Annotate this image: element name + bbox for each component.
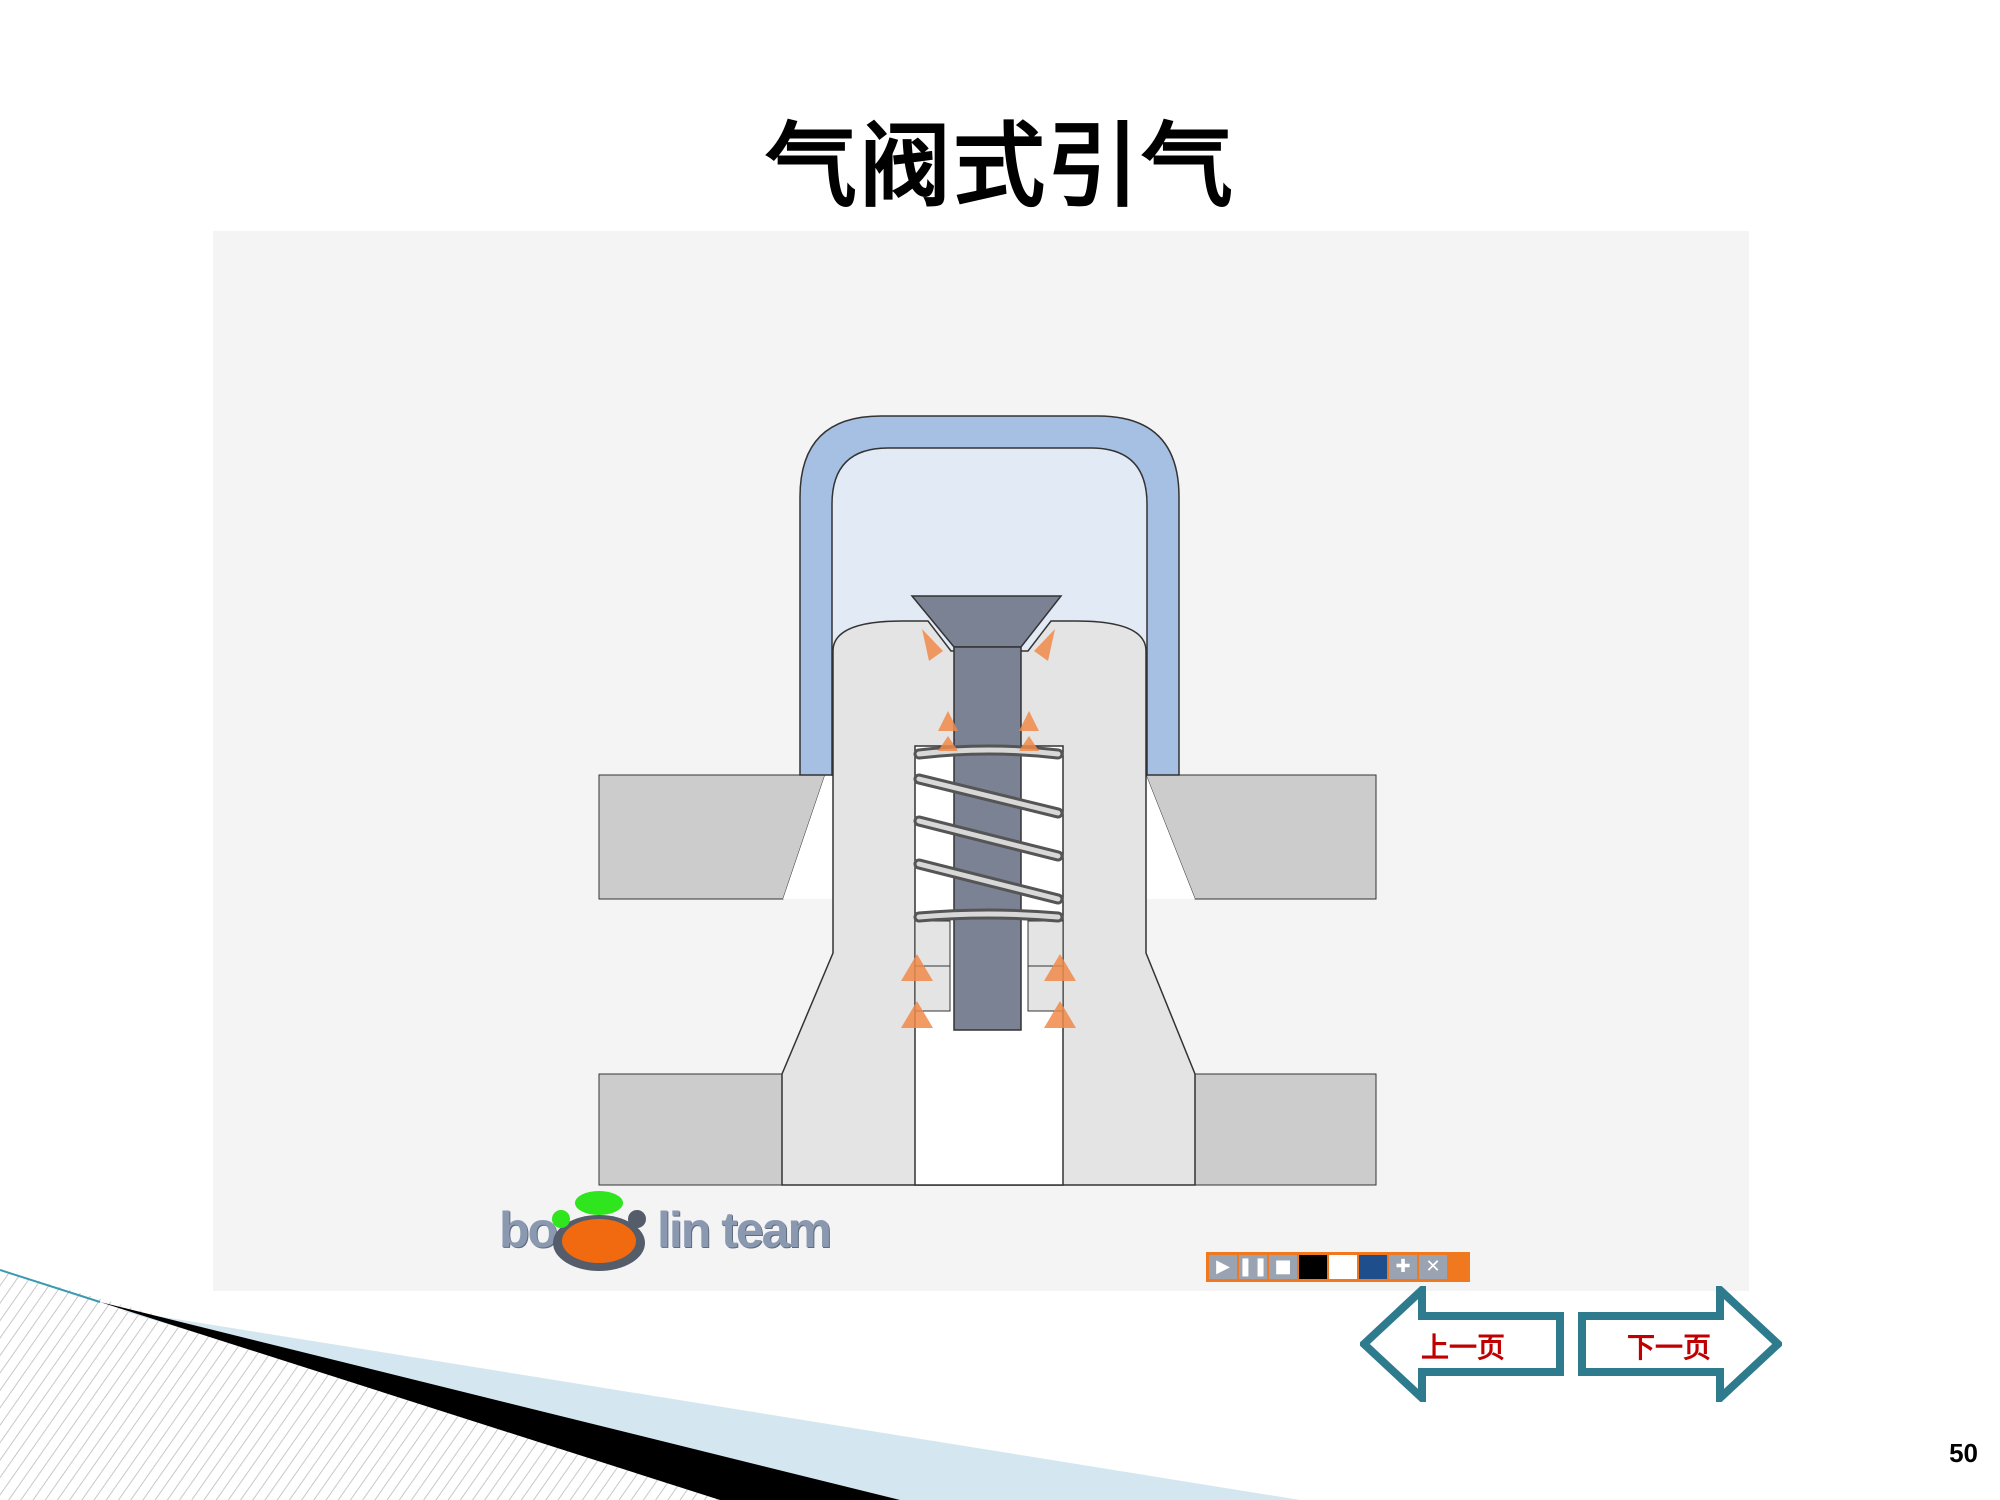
right-arrow-icon (1578, 1286, 1782, 1402)
bolin-team-logo: bo lin team (499, 1191, 839, 1271)
color-swatch-white[interactable] (1329, 1255, 1357, 1279)
color-swatch-blue[interactable] (1359, 1255, 1387, 1279)
close-icon[interactable]: ✕ (1419, 1255, 1447, 1279)
next-page-label: 下一页 (1626, 1331, 1711, 1364)
air-valve-diagram (598, 415, 1377, 1186)
animation-panel[interactable]: bo lin team ▶ ❚❚ ■ ✚ ✕ (213, 231, 1749, 1291)
logo-text-right: lin team (657, 1202, 832, 1258)
stop-icon[interactable]: ■ (1269, 1255, 1297, 1279)
page-number: 50 (1949, 1438, 1978, 1468)
chamfer-gap-right (1138, 775, 1195, 899)
guide-block-left (914, 920, 951, 967)
play-icon[interactable]: ▶ (1209, 1255, 1237, 1279)
slide-title: 气阀式引气 (764, 113, 1235, 220)
next-page-button[interactable]: 下一页 (1576, 1286, 1782, 1402)
flow-arrows (901, 629, 1076, 1028)
color-swatch-black[interactable] (1299, 1255, 1327, 1279)
player-controls: ▶ ❚❚ ■ ✚ ✕ (1206, 1252, 1470, 1282)
plus-icon[interactable]: ✚ (1389, 1255, 1417, 1279)
left-arrow-icon (1360, 1286, 1564, 1402)
pause-icon[interactable]: ❚❚ (1237, 1255, 1269, 1279)
prev-page-button[interactable]: 上一页 (1360, 1286, 1566, 1402)
lower-plate-right (1194, 1073, 1377, 1186)
chamfer-gap-left (783, 775, 833, 899)
corner-swoosh-decoration (0, 1269, 1300, 1500)
logo-mascot-icon (552, 1191, 646, 1271)
upper-plate-right (1145, 774, 1377, 900)
prev-page-label: 上一页 (1420, 1331, 1505, 1364)
lower-plate-left (598, 1073, 783, 1186)
spring (913, 744, 1064, 923)
logo-text-left: bo (499, 1202, 558, 1258)
